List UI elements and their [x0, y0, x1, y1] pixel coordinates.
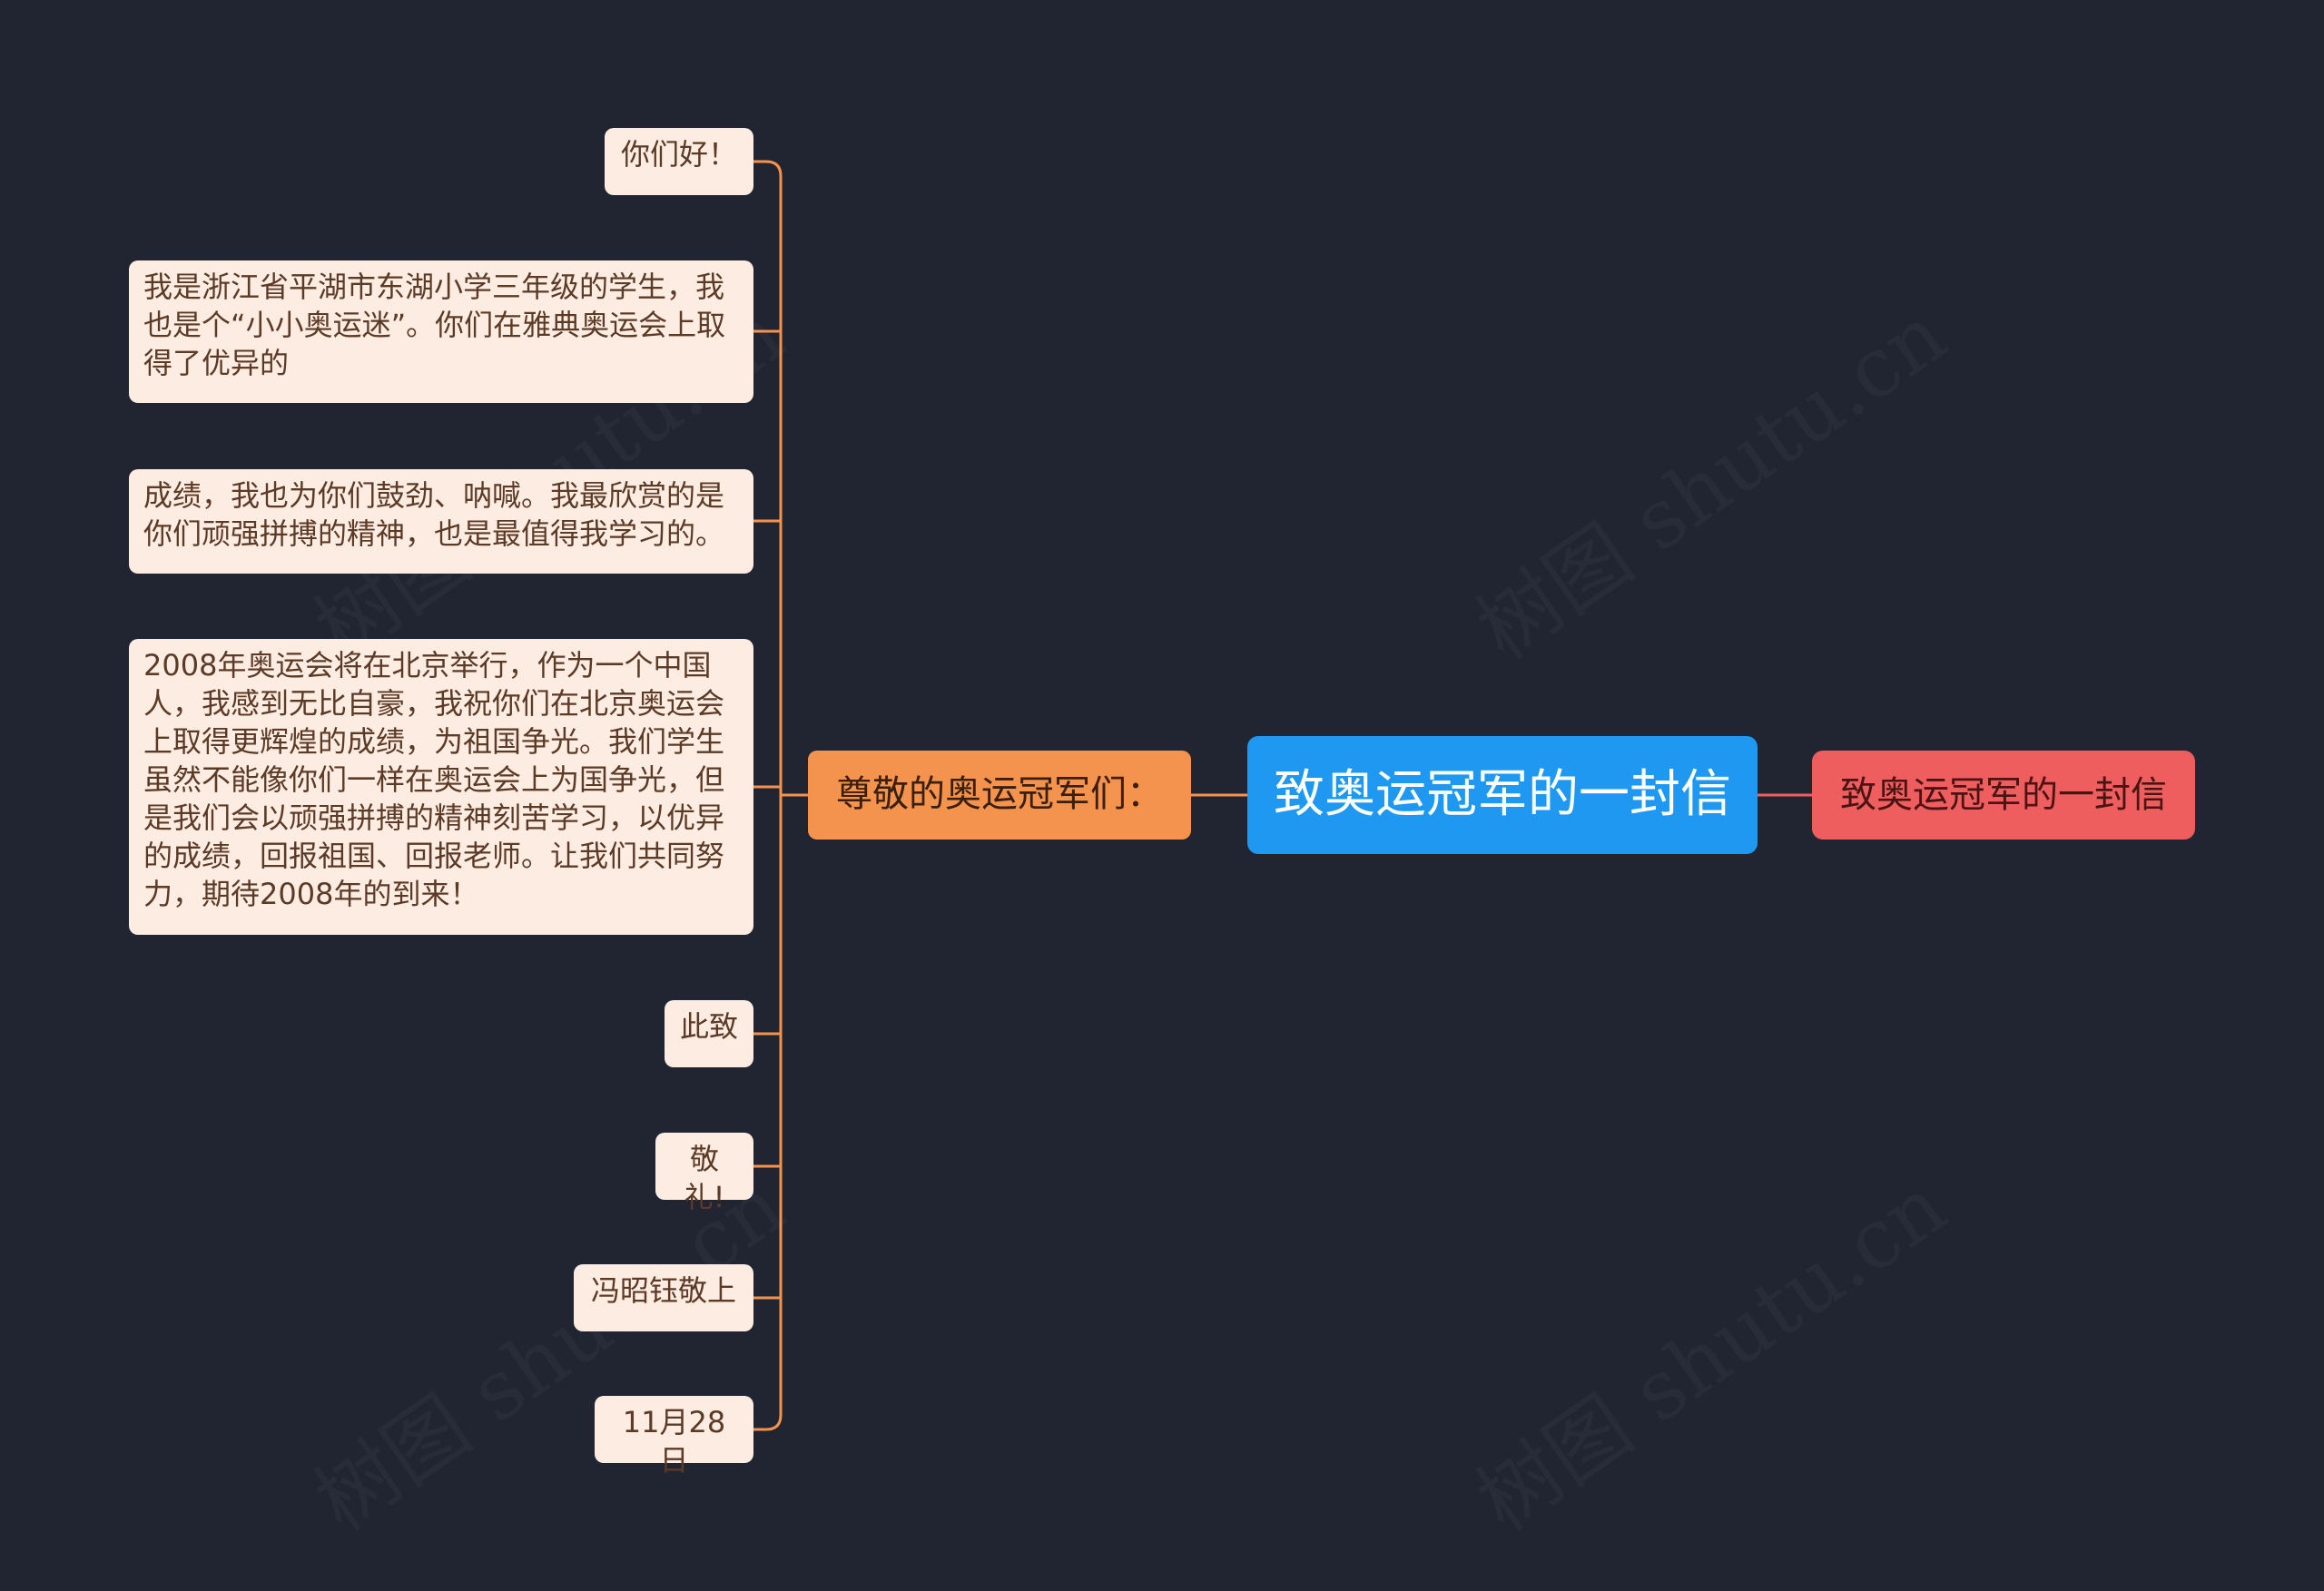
leaf-text: 成绩，我也为你们鼓劲、呐喊。我最欣赏的是你们顽强拼搏的精神，也是最值得我学习的。 [143, 478, 725, 551]
leaf-node[interactable]: 11月28日 [595, 1396, 753, 1478]
leaf-text: 我是浙江省平湖市东湖小学三年级的学生，我也是个“小小奥运迷”。你们在雅典奥运会上… [143, 270, 726, 380]
side-topic-label: 致奥运冠军的一封信 [1840, 774, 2167, 816]
branch-label: 尊敬的奥运冠军们： [836, 773, 1163, 815]
side-topic-node[interactable]: 致奥运冠军的一封信 [1812, 751, 2195, 840]
leaf-node[interactable]: 敬礼! [655, 1133, 753, 1214]
leaf-node[interactable]: 2008年奥运会将在北京举行，作为一个中国人，我感到无比自豪，我祝你们在北京奥运… [129, 639, 753, 935]
leaf-text: 此致 [679, 1009, 738, 1044]
leaf-node[interactable]: 此致 [665, 1000, 753, 1067]
root-label: 致奥运冠军的一封信 [1274, 765, 1731, 824]
leaf-text: 你们好！ [620, 137, 737, 172]
leaf-text: 2008年奥运会将在北京举行，作为一个中国人，我感到无比自豪，我祝你们在北京奥运… [143, 648, 725, 911]
root-node[interactable]: 致奥运冠军的一封信 [1247, 736, 1758, 854]
leaf-text: 11月28日 [622, 1405, 726, 1478]
leaf-node[interactable]: 冯昭钰敬上 [574, 1264, 753, 1331]
leaf-text: 冯昭钰敬上 [590, 1273, 736, 1308]
branch-node-greeting[interactable]: 尊敬的奥运冠军们： [808, 751, 1191, 840]
leaf-node[interactable]: 成绩，我也为你们鼓劲、呐喊。我最欣赏的是你们顽强拼搏的精神，也是最值得我学习的。 [129, 469, 753, 574]
leaf-text: 敬礼! [684, 1142, 725, 1214]
edge-leaf [753, 160, 783, 177]
leaf-node[interactable]: 我是浙江省平湖市东湖小学三年级的学生，我也是个“小小奥运迷”。你们在雅典奥运会上… [129, 260, 753, 403]
edge-leaf [753, 1414, 783, 1431]
leaf-node[interactable]: 你们好！ [605, 128, 753, 195]
